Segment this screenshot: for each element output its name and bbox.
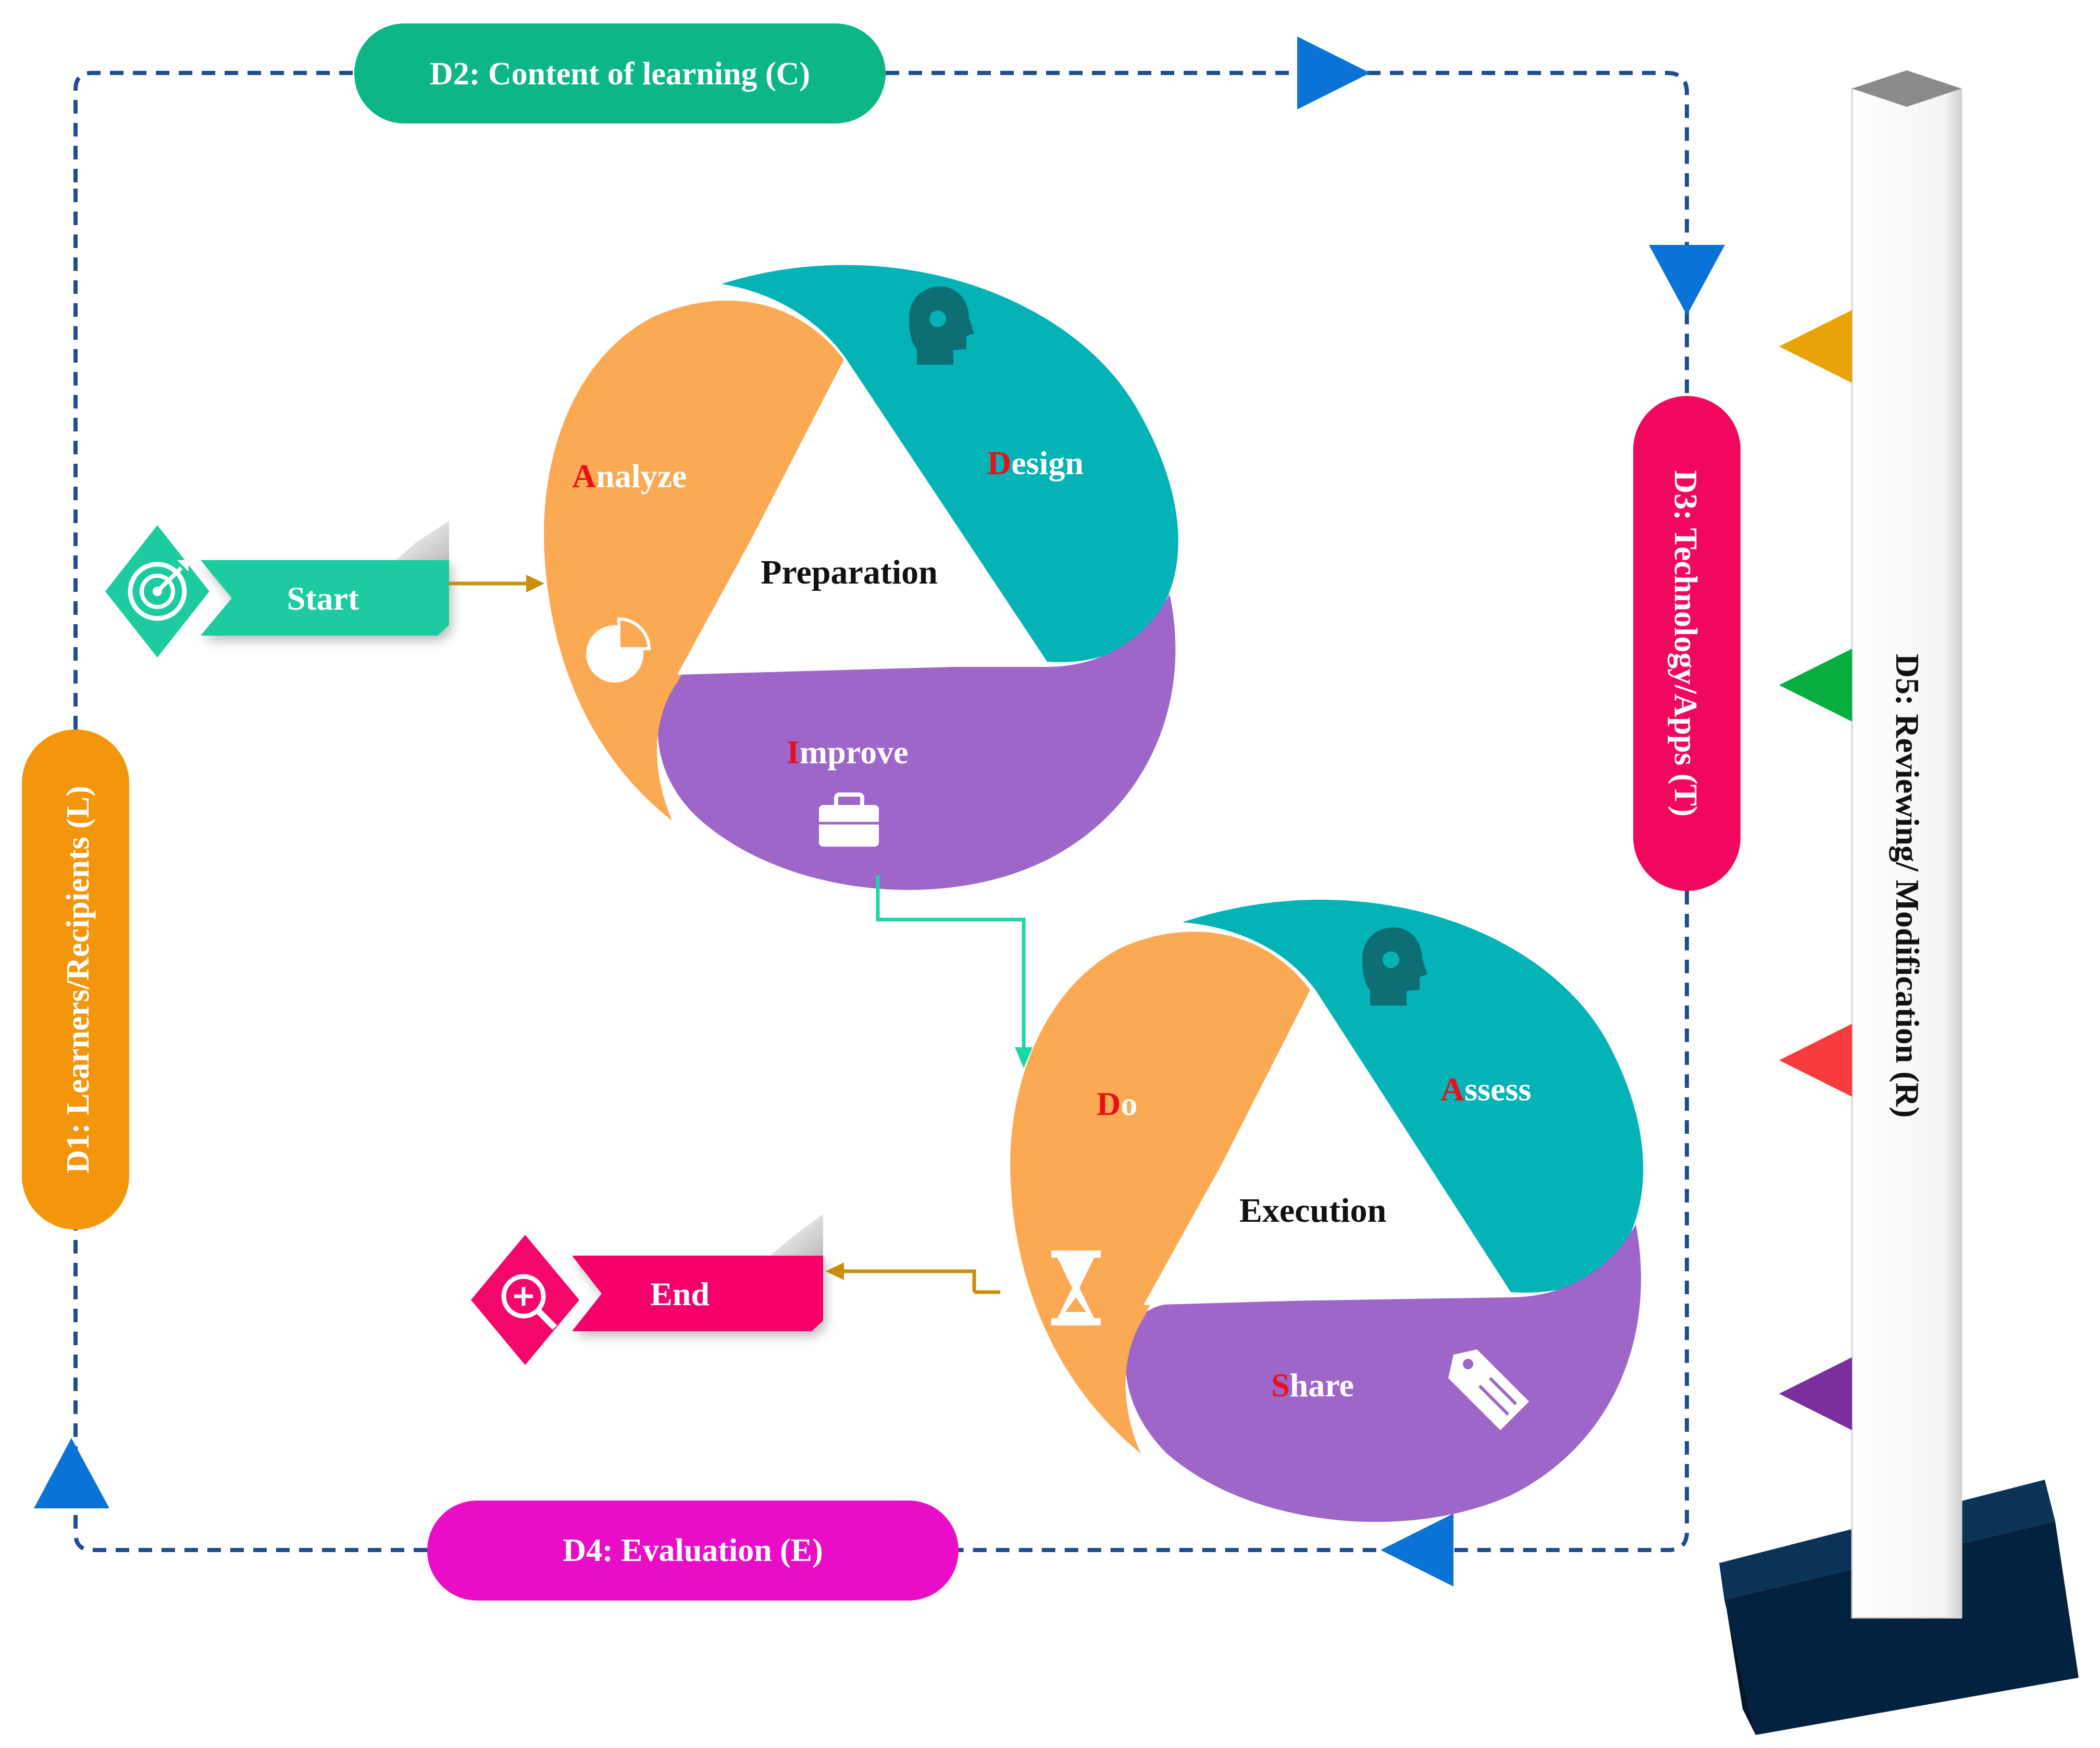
dashed-path-bottom-left <box>73 1230 427 1552</box>
dashed-path-right-lower <box>959 891 1689 1552</box>
briefcase-icon <box>819 792 879 847</box>
do-label: Do <box>1097 1085 1137 1122</box>
start-fold <box>396 521 449 560</box>
arrow-up-icon <box>34 1438 109 1508</box>
start-label: Start <box>287 580 359 617</box>
arrow-left-icon <box>1381 1514 1453 1586</box>
head-gears-icon <box>1362 927 1427 1006</box>
end-label: End <box>650 1275 710 1312</box>
head-gears-icon <box>909 287 974 365</box>
end-banner <box>572 1256 823 1331</box>
d1-learners-pill: D1: Learners/Recipients (L) <box>22 729 129 1230</box>
execution-cycle: Execution Do Assess Share <box>1010 899 1644 1522</box>
d3-label: D3: Technology/Apps (T) <box>1668 470 1703 817</box>
d5-review-pillar: D5: Reviewing/ Modification (R) <box>1719 70 2079 1735</box>
share-label: Share <box>1271 1367 1354 1404</box>
d5-label: D5: Reviewing/ Modification (R) <box>1889 654 1926 1118</box>
preparation-label: Preparation <box>761 553 938 591</box>
start-marker: Start <box>105 521 544 658</box>
end-connector-arrowhead <box>826 1262 844 1280</box>
assess-segment <box>1183 899 1644 1293</box>
execution-center <box>1144 995 1508 1305</box>
dashed-path-top <box>73 71 354 182</box>
tag-icon <box>1448 1349 1529 1430</box>
flag-green <box>1779 649 1852 722</box>
start-banner <box>201 560 449 636</box>
end-fold <box>770 1214 823 1256</box>
d2-label: D2: Content of learning (C) <box>430 56 810 92</box>
arrow-down-icon <box>1649 245 1725 315</box>
d4-label: D4: Evaluation (E) <box>563 1533 823 1568</box>
flag-gold <box>1779 310 1852 383</box>
pillar-cap <box>1852 70 1961 107</box>
analyze-label: Analyze <box>572 457 687 494</box>
pie-chart-icon <box>586 617 651 683</box>
design-label: Design <box>987 444 1084 481</box>
improve-label: Improve <box>787 734 908 771</box>
start-connector-arrowhead <box>526 575 544 592</box>
flag-red <box>1779 1024 1852 1097</box>
target-icon <box>128 560 189 621</box>
hourglass-icon <box>1051 1250 1101 1325</box>
assess-label: Assess <box>1440 1071 1531 1108</box>
end-marker: End <box>471 1214 1000 1365</box>
pillar-column <box>1851 88 1962 1619</box>
d3-technology-pill: D3: Technology/Apps (T) <box>1633 396 1741 891</box>
execution-label: Execution <box>1239 1192 1386 1230</box>
design-segment <box>722 265 1178 662</box>
flag-purple <box>1779 1357 1852 1430</box>
dashed-path-top-right <box>886 71 1689 396</box>
arrow-right-icon <box>1297 36 1370 109</box>
preparation-center <box>677 365 1045 675</box>
preparation-cycle: Preparation Analyze Design Improve <box>544 265 1178 890</box>
outer-dashed-loop <box>73 71 1689 1552</box>
end-connector <box>844 1269 976 1292</box>
direction-arrows <box>34 36 1725 1586</box>
analyze-segment <box>544 300 844 821</box>
zoom-in-icon <box>501 1274 557 1330</box>
d2-content-pill: D2: Content of learning (C) <box>354 23 886 123</box>
d1-label: D1: Learners/Recipients (L) <box>60 786 96 1173</box>
share-segment <box>1125 1224 1641 1522</box>
improve-to-do-connector <box>876 875 1033 1068</box>
d4-evaluation-pill: D4: Evaluation (E) <box>427 1501 959 1601</box>
